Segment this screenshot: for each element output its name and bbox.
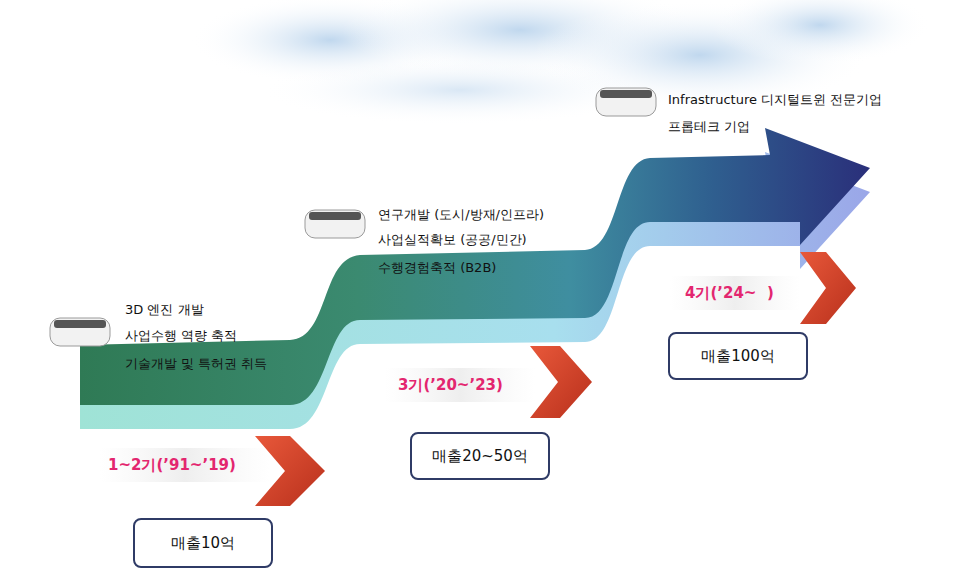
stage-note: 기술개발 및 특허권 취득 (125, 355, 267, 373)
stage-note: Infrastructure 디지털트윈 전문기업 (668, 91, 882, 109)
period-label: 3기(’20~’23) (398, 375, 503, 395)
stage-note: 수행경험축적 (B2B) (378, 259, 496, 277)
stage-note: 사업수행 역량 축적 (125, 327, 237, 345)
revenue-text: 매출20~50억 (432, 447, 528, 466)
revenue-box: 매출100억 (668, 332, 808, 380)
revenue-box: 매출10억 (133, 518, 273, 568)
period-label: 4기(’24~ ) (685, 283, 774, 303)
period-label: 1~2기(’91~’19) (108, 455, 236, 475)
stage-note: 프롭테크 기업 (668, 118, 750, 136)
revenue-text: 매출10억 (171, 534, 235, 553)
revenue-text: 매출100억 (701, 347, 775, 366)
revenue-box: 매출20~50억 (410, 432, 550, 480)
stage-note: 사업실적확보 (공공/민간) (378, 231, 527, 249)
stage-note: 3D 엔진 개발 (125, 301, 204, 319)
stage-note: 연구개발 (도시/방재/인프라) (378, 206, 544, 224)
